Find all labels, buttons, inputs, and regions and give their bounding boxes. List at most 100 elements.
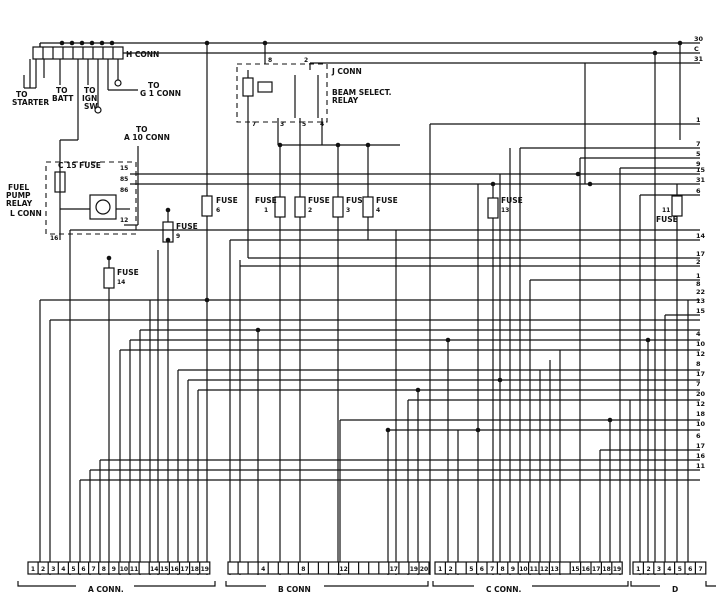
connector-bracket-left <box>432 581 474 587</box>
fuse-9: FUSE 9 <box>162 210 198 575</box>
right-label: 12 <box>696 400 705 408</box>
svg-text:11: 11 <box>662 207 670 214</box>
c15-fuse-label: C 15 FUSE <box>58 161 101 170</box>
connector-pin: 1 <box>636 566 640 573</box>
connector-pin: 8 <box>501 566 505 573</box>
right-label: 12 <box>696 350 705 358</box>
c15-pin-86: 86 <box>120 187 128 194</box>
connector-pin: 19 <box>613 566 621 573</box>
connector-pin: 18 <box>191 566 199 573</box>
right-label: 5 <box>696 150 701 158</box>
right-label: 18 <box>696 410 706 418</box>
connector-pin: 17 <box>180 566 188 573</box>
connector-pin: 3 <box>51 566 55 573</box>
connector-pin: 9 <box>112 566 116 573</box>
connector-pin: 18 <box>602 566 610 573</box>
fuse-6: FUSE 6 <box>201 43 238 575</box>
right-label: 1 <box>696 116 701 124</box>
right-label: 15 <box>696 307 706 315</box>
c15-pin-12: 12 <box>120 217 128 224</box>
connector-pin: 1 <box>31 566 35 573</box>
right-label: 16 <box>696 452 706 460</box>
fuse-2: FUSE 2 <box>294 145 330 575</box>
connector-pin: 6 <box>688 566 692 573</box>
right-label: 8 <box>696 360 701 368</box>
connector-pin: 16 <box>170 566 178 573</box>
connector-pin: 3 <box>657 566 661 573</box>
right-label: 13 <box>696 297 705 305</box>
j-pin-7: 7 <box>252 121 256 128</box>
connector-a-label: A CONN. <box>88 585 124 594</box>
svg-text:4: 4 <box>376 207 380 214</box>
connector-pin: 8 <box>301 566 305 573</box>
connector-bracket-left <box>17 581 76 587</box>
connector-pin: 6 <box>480 566 484 573</box>
connector-pin: 11 <box>530 566 538 573</box>
connector-pin: 4 <box>261 566 265 573</box>
h-connector: H CONN <box>32 43 159 60</box>
svg-text:9: 9 <box>176 233 180 240</box>
connector-pin: 7 <box>490 566 494 573</box>
l-conn-label: L CONN <box>10 209 42 218</box>
j-pin-2: 2 <box>304 57 308 64</box>
right-label-top: 31 <box>694 55 704 63</box>
right-label: 7 <box>696 140 701 148</box>
svg-text:FUSE: FUSE <box>216 196 238 205</box>
right-label: 31 <box>696 176 706 184</box>
beam-select-relay: J CONN BEAM SELECT.RELAY 8 2 7 3 5 4 <box>236 43 392 258</box>
connector-pin: 2 <box>41 566 45 573</box>
connector-pin: 14 <box>150 566 158 573</box>
connector-pin: 7 <box>699 566 703 573</box>
svg-text:FUSE: FUSE <box>176 222 198 231</box>
c15-pin-85: 85 <box>120 176 128 183</box>
j-conn-label: J CONN <box>331 67 362 76</box>
connector-bracket-left <box>630 581 660 587</box>
fuse-4: FUSE 4 <box>362 145 398 240</box>
connector-pin: 2 <box>647 566 651 573</box>
connector-pin: 12 <box>540 566 548 573</box>
connector-pin: 17 <box>390 566 398 573</box>
connector-pin: 13 <box>550 566 558 573</box>
svg-text:14: 14 <box>117 279 125 286</box>
connector-bracket-right <box>134 581 216 587</box>
svg-text:FUSE: FUSE <box>656 215 678 224</box>
right-label: 20 <box>696 390 706 398</box>
connector-pin: 19 <box>410 566 418 573</box>
svg-text:FUSE: FUSE <box>346 196 368 205</box>
connector-pin: 5 <box>71 566 75 573</box>
horizontal-wires <box>40 207 700 481</box>
h-conn-wires <box>23 59 138 140</box>
right-label: 22 <box>696 288 705 296</box>
connector-c-label: C CONN. <box>486 585 522 594</box>
connector-pin: 5 <box>678 566 682 573</box>
right-label: 11 <box>696 462 706 470</box>
fuse-group: FUSE 6 FUSE 9 FUSE 14 FUSE 1 <box>103 43 683 575</box>
c15-pin-15: 15 <box>120 165 128 172</box>
connector-pin: 19 <box>201 566 209 573</box>
connector-pin: 9 <box>511 566 515 573</box>
connector-pin: 11 <box>130 566 138 573</box>
right-label: 1 <box>696 272 701 280</box>
j-pin-3: 3 <box>280 121 284 128</box>
right-label: 8 <box>696 280 701 288</box>
right-label: 10 <box>696 420 706 428</box>
right-label-top: 30 <box>694 35 704 43</box>
connector-d-block <box>632 561 707 575</box>
right-label: 6 <box>696 432 701 440</box>
connector-pin: 12 <box>339 566 347 573</box>
fuse-3: FUSE 3 <box>332 145 368 575</box>
connector-bracket-right <box>705 581 716 587</box>
right-label-top: C <box>694 45 699 53</box>
connector-pin: 10 <box>519 566 527 573</box>
